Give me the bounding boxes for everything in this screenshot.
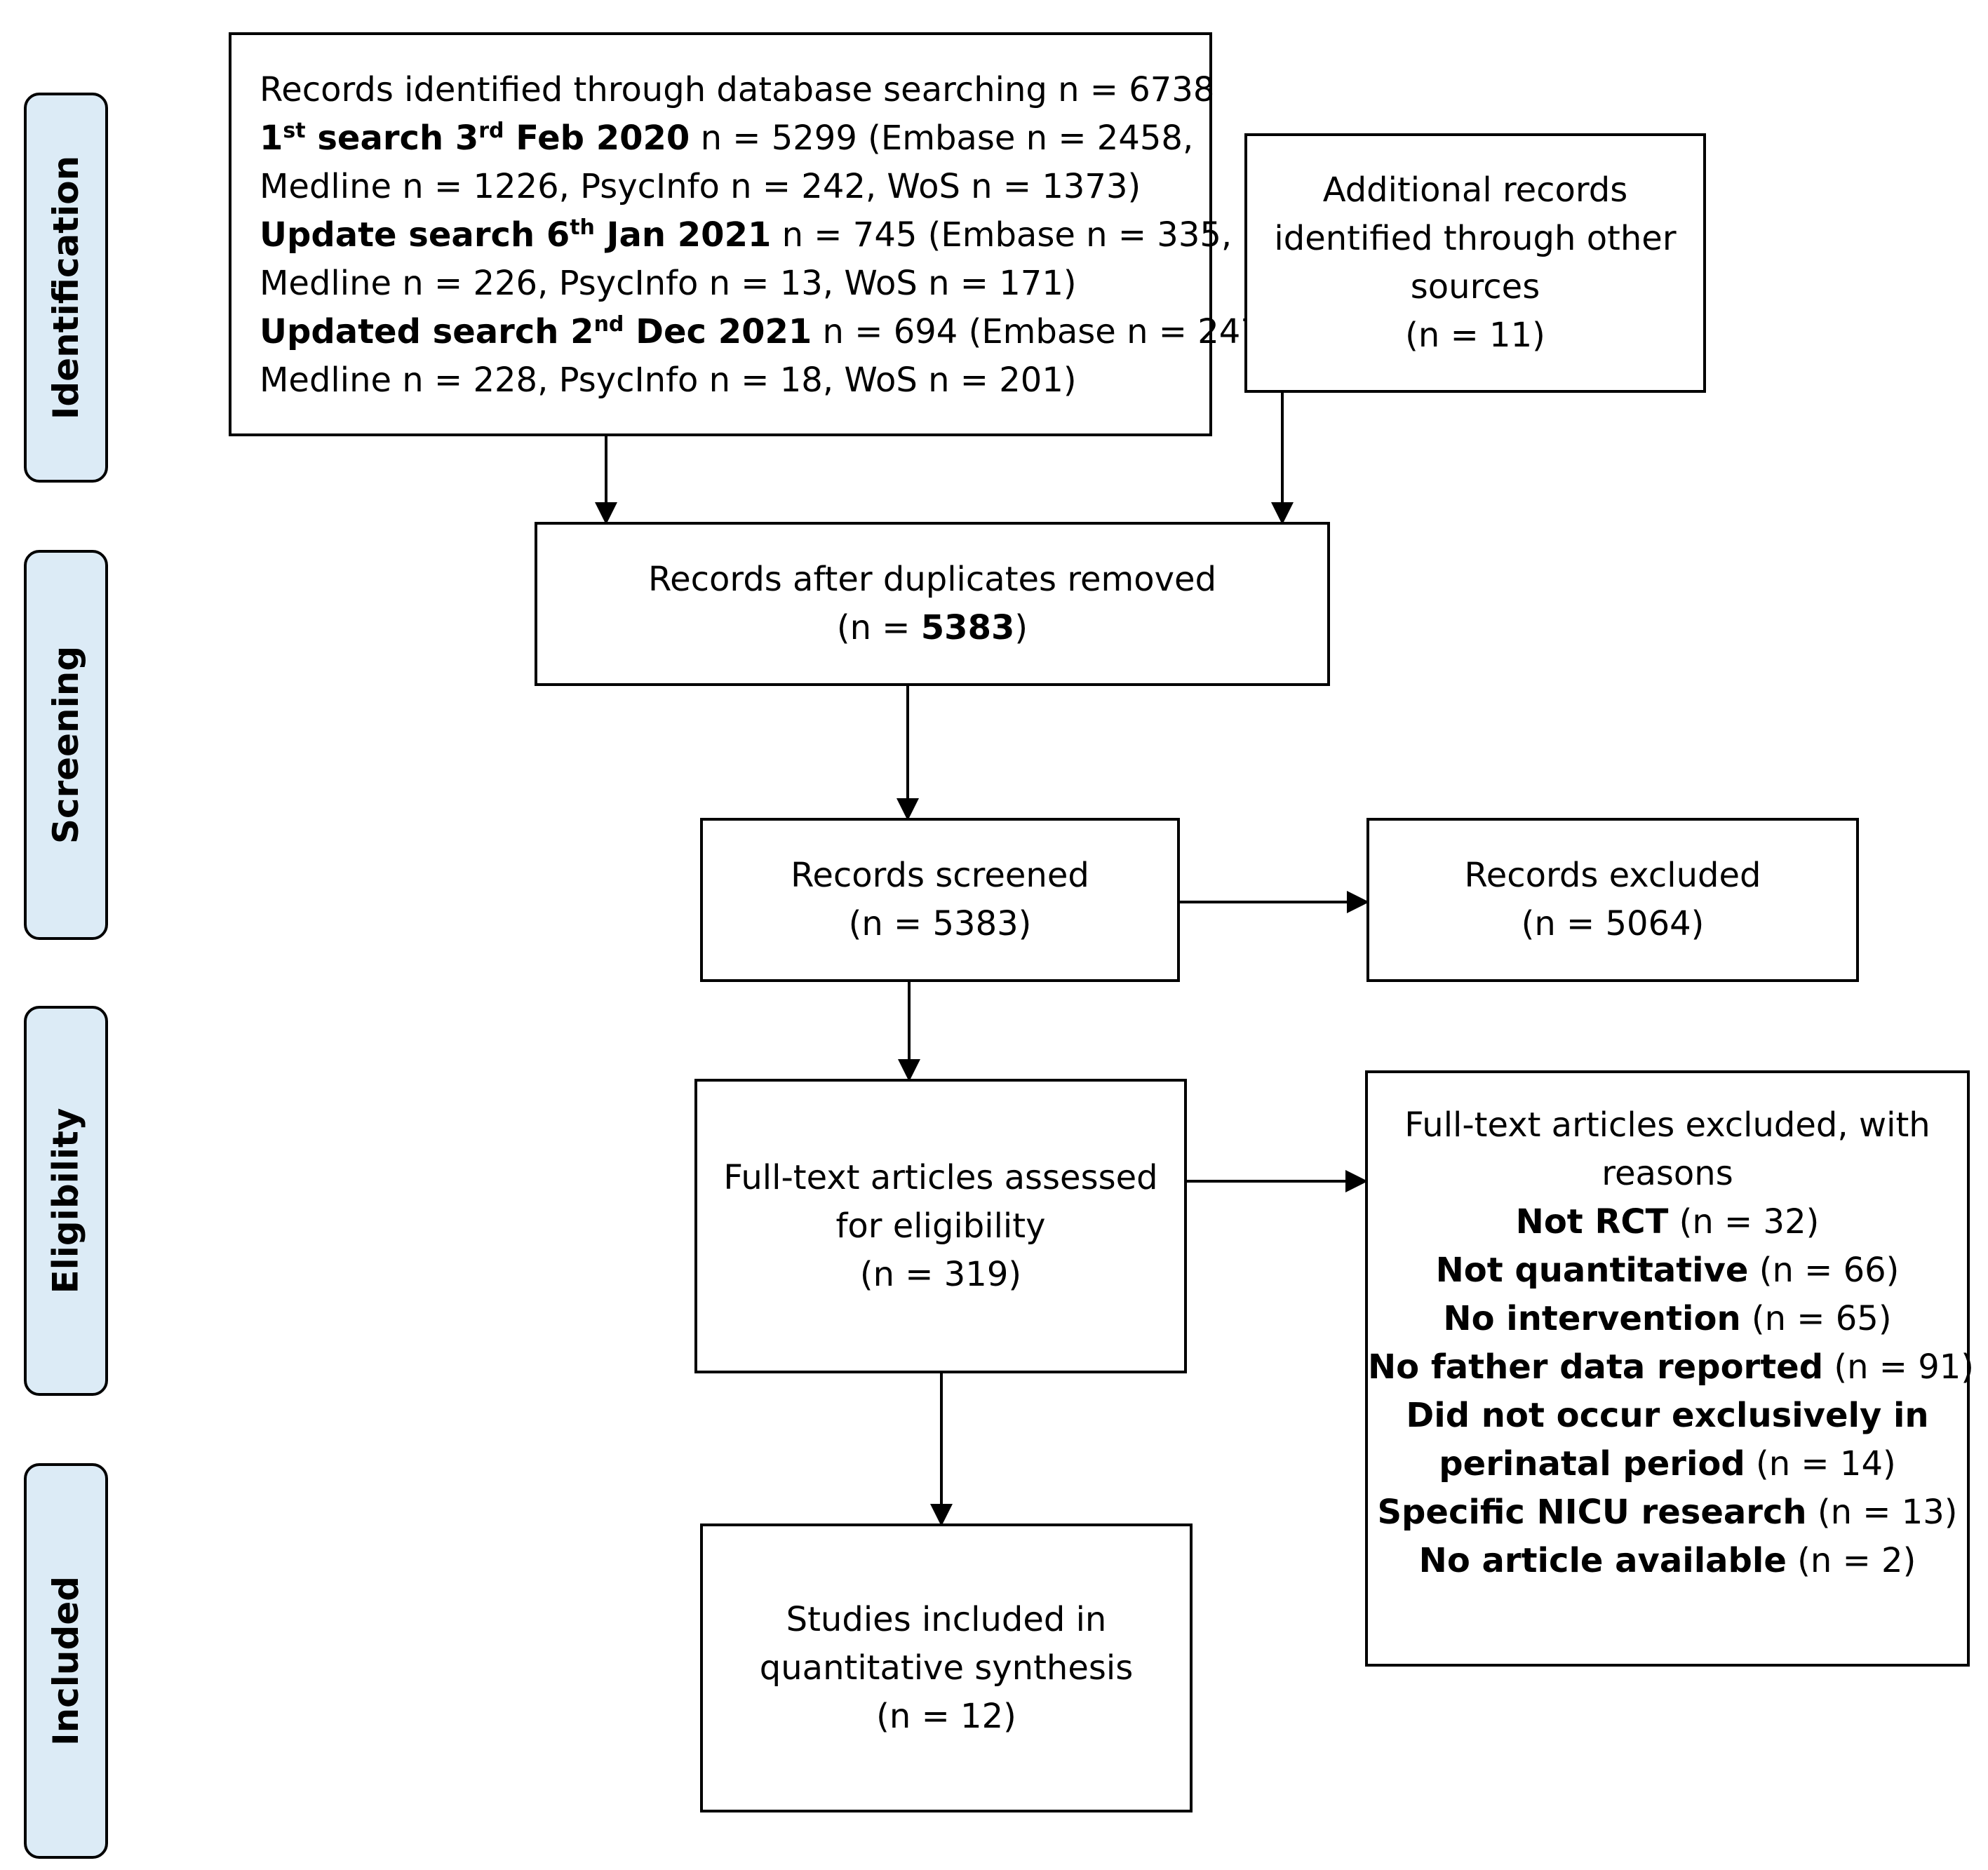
exclusion-reason: No father data reported (n = 91)	[1368, 1347, 1975, 1387]
fulltext-assessed-line1: Full-text articles assessed	[723, 1157, 1158, 1197]
studies-included-box: Studies included in quantitative synthes…	[700, 1523, 1193, 1812]
exclusion-reason: No intervention (n = 65)	[1443, 1299, 1892, 1338]
search2-line: Update search 6th Jan 2021 n = 745 (Emba…	[260, 215, 1233, 255]
database-total-line: Records identified through database sear…	[260, 70, 1215, 109]
exclusion-reason: No article available (n = 2)	[1418, 1541, 1916, 1580]
records-excluded-box: Records excluded (n = 5064)	[1366, 818, 1859, 982]
stage-eligibility: Eligibility	[24, 1006, 108, 1396]
search1-detail-line: Medline n = 1226, PsycInfo n = 242, WoS …	[260, 167, 1141, 206]
records-screened-label: Records screened	[791, 856, 1089, 895]
other-sources-line3: sources	[1410, 267, 1540, 307]
fulltext-assessed-box: Full-text articles assessed for eligibil…	[694, 1079, 1187, 1373]
search2-detail-line: Medline n = 226, PsycInfo n = 13, WoS n …	[260, 264, 1077, 303]
records-excluded-label: Records excluded	[1464, 856, 1761, 895]
search1-line: 1st search 3rd Feb 2020 n = 5299 (Embase…	[260, 119, 1194, 158]
fulltext-assessed-line2: for eligibility	[835, 1206, 1046, 1246]
other-sources-line2: identified through other	[1274, 219, 1677, 258]
fulltext-excluded-box: Full-text articles excluded, with reason…	[1365, 1070, 1975, 1667]
studies-included-line2: quantitative synthesis	[759, 1648, 1134, 1688]
studies-included-count: (n = 12)	[876, 1696, 1016, 1736]
fulltext-excluded-line1: Full-text articles excluded, with	[1404, 1105, 1930, 1145]
duplicates-removed-label: Records after duplicates removed	[647, 560, 1217, 599]
stage-identification: Identification	[24, 93, 108, 483]
exclusion-reason: Not RCT (n = 32)	[1515, 1202, 1820, 1242]
exclusion-reason: Not quantitative (n = 66)	[1435, 1251, 1900, 1290]
duplicates-removed-box: Records after duplicates removed (n = 53…	[535, 522, 1330, 686]
fulltext-assessed-count: (n = 319)	[859, 1254, 1022, 1294]
other-sources-line1: Additional records	[1322, 170, 1628, 210]
exclusion-reason: Specific NICU research (n = 13)	[1377, 1493, 1958, 1532]
studies-included-line1: Studies included in	[786, 1599, 1107, 1639]
search3-line: Updated search 2nd Dec 2021 n = 694 (Emb…	[260, 312, 1273, 351]
fulltext-excluded-line2: reasons	[1601, 1154, 1733, 1193]
other-sources-box: Additional records identified through ot…	[1244, 133, 1706, 393]
stage-screening: Screening	[24, 550, 108, 940]
exclusion-reason: Did not occur exclusively in	[1406, 1396, 1929, 1435]
records-excluded-count: (n = 5064)	[1521, 904, 1705, 943]
records-screened-box: Records screened (n = 5383)	[700, 818, 1180, 982]
duplicates-removed-count: (n = 5383)	[836, 608, 1028, 647]
stage-included: Included	[24, 1463, 108, 1859]
other-sources-count: (n = 11)	[1405, 316, 1545, 355]
database-search-box: Records identified through database sear…	[229, 32, 1273, 436]
records-screened-count: (n = 5383)	[848, 904, 1032, 943]
search3-detail-line: Medline n = 228, PsycInfo n = 18, WoS n …	[260, 361, 1077, 400]
exclusion-reason: perinatal period (n = 14)	[1439, 1444, 1896, 1484]
